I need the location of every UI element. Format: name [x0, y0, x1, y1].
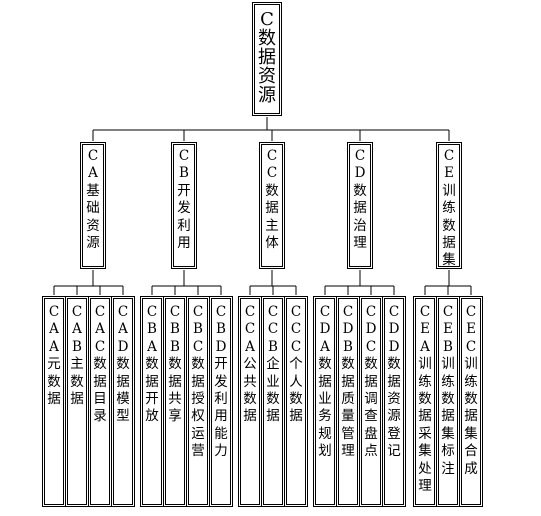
leaf-node-label: CDA数据业务规划 [318, 304, 332, 460]
leaf-node-label: CDD数据资源登记 [387, 304, 401, 460]
leaf-node-cac: CAC数据目录 [87, 295, 113, 508]
leaf-node-label: CCC个人数据 [289, 304, 303, 425]
leaf-node-cba: CBA数据开放 [139, 295, 165, 508]
leaf-node-cbb: CBB数据共享 [162, 295, 188, 508]
leaf-node-caa: CAA元数据 [41, 295, 67, 508]
leaf-node-cdc: CDC数据调查盘点 [358, 295, 384, 508]
leaf-node-cec: CEC训练数据集合成 [458, 295, 484, 508]
group-node-cd: CD数据治理 [346, 141, 374, 270]
leaf-node-cdb: CDB数据质量管理 [335, 295, 361, 508]
leaf-node-cea: CEA训练数据采集处理 [412, 295, 438, 508]
leaf-node-label: CEB训练数据集标注 [441, 304, 455, 477]
leaf-node-label: CCB企业数据 [266, 304, 280, 425]
group-node-cc: CC数据主体 [258, 141, 286, 270]
root-node-label: C数据资源 [258, 9, 276, 106]
leaf-node-cca: CCA公共数据 [237, 295, 263, 508]
leaf-node-label: CBD开发利用能力 [214, 304, 228, 460]
leaf-node-cbd: CBD开发利用能力 [208, 295, 234, 508]
leaf-node-ccc: CCC个人数据 [283, 295, 309, 508]
leaf-node-label: CAB主数据 [70, 304, 84, 408]
leaf-node-label: CAA元数据 [47, 304, 61, 408]
leaf-node-label: CCA公共数据 [243, 304, 257, 425]
leaf-node-label: CBB数据共享 [168, 304, 182, 425]
leaf-node-cbc: CBC数据授权运营 [185, 295, 211, 508]
leaf-node-cdd: CDD数据资源登记 [381, 295, 407, 508]
leaf-node-ccb: CCB企业数据 [260, 295, 286, 508]
group-node-ca: CA基础资源 [79, 141, 107, 270]
group-node-label: CA基础资源 [86, 148, 100, 252]
leaf-node-cad: CAD数据模型 [110, 295, 136, 508]
group-node-label: CD数据治理 [353, 148, 367, 252]
leaf-node-label: CEC训练数据集合成 [464, 304, 478, 477]
leaf-node-label: CBA数据开放 [145, 304, 159, 425]
group-node-label: CE训练数据集 [442, 148, 456, 269]
leaf-node-label: CBC数据授权运营 [191, 304, 205, 460]
group-node-label: CB开发利用 [177, 148, 191, 252]
leaf-node-cda: CDA数据业务规划 [312, 295, 338, 508]
leaf-node-ceb: CEB训练数据集标注 [435, 295, 461, 508]
group-node-label: CC数据主体 [265, 148, 279, 252]
leaf-node-label: CDC数据调查盘点 [364, 304, 378, 460]
leaf-node-cab: CAB主数据 [64, 295, 90, 508]
leaf-node-label: CDB数据质量管理 [341, 304, 355, 460]
leaf-node-label: CEA训练数据采集处理 [418, 304, 432, 495]
leaf-node-label: CAD数据模型 [116, 304, 130, 425]
leaf-node-label: CAC数据目录 [93, 304, 107, 425]
group-node-ce: CE训练数据集 [435, 141, 463, 270]
group-node-cb: CB开发利用 [170, 141, 198, 270]
root-node: C数据资源 [251, 1, 283, 117]
